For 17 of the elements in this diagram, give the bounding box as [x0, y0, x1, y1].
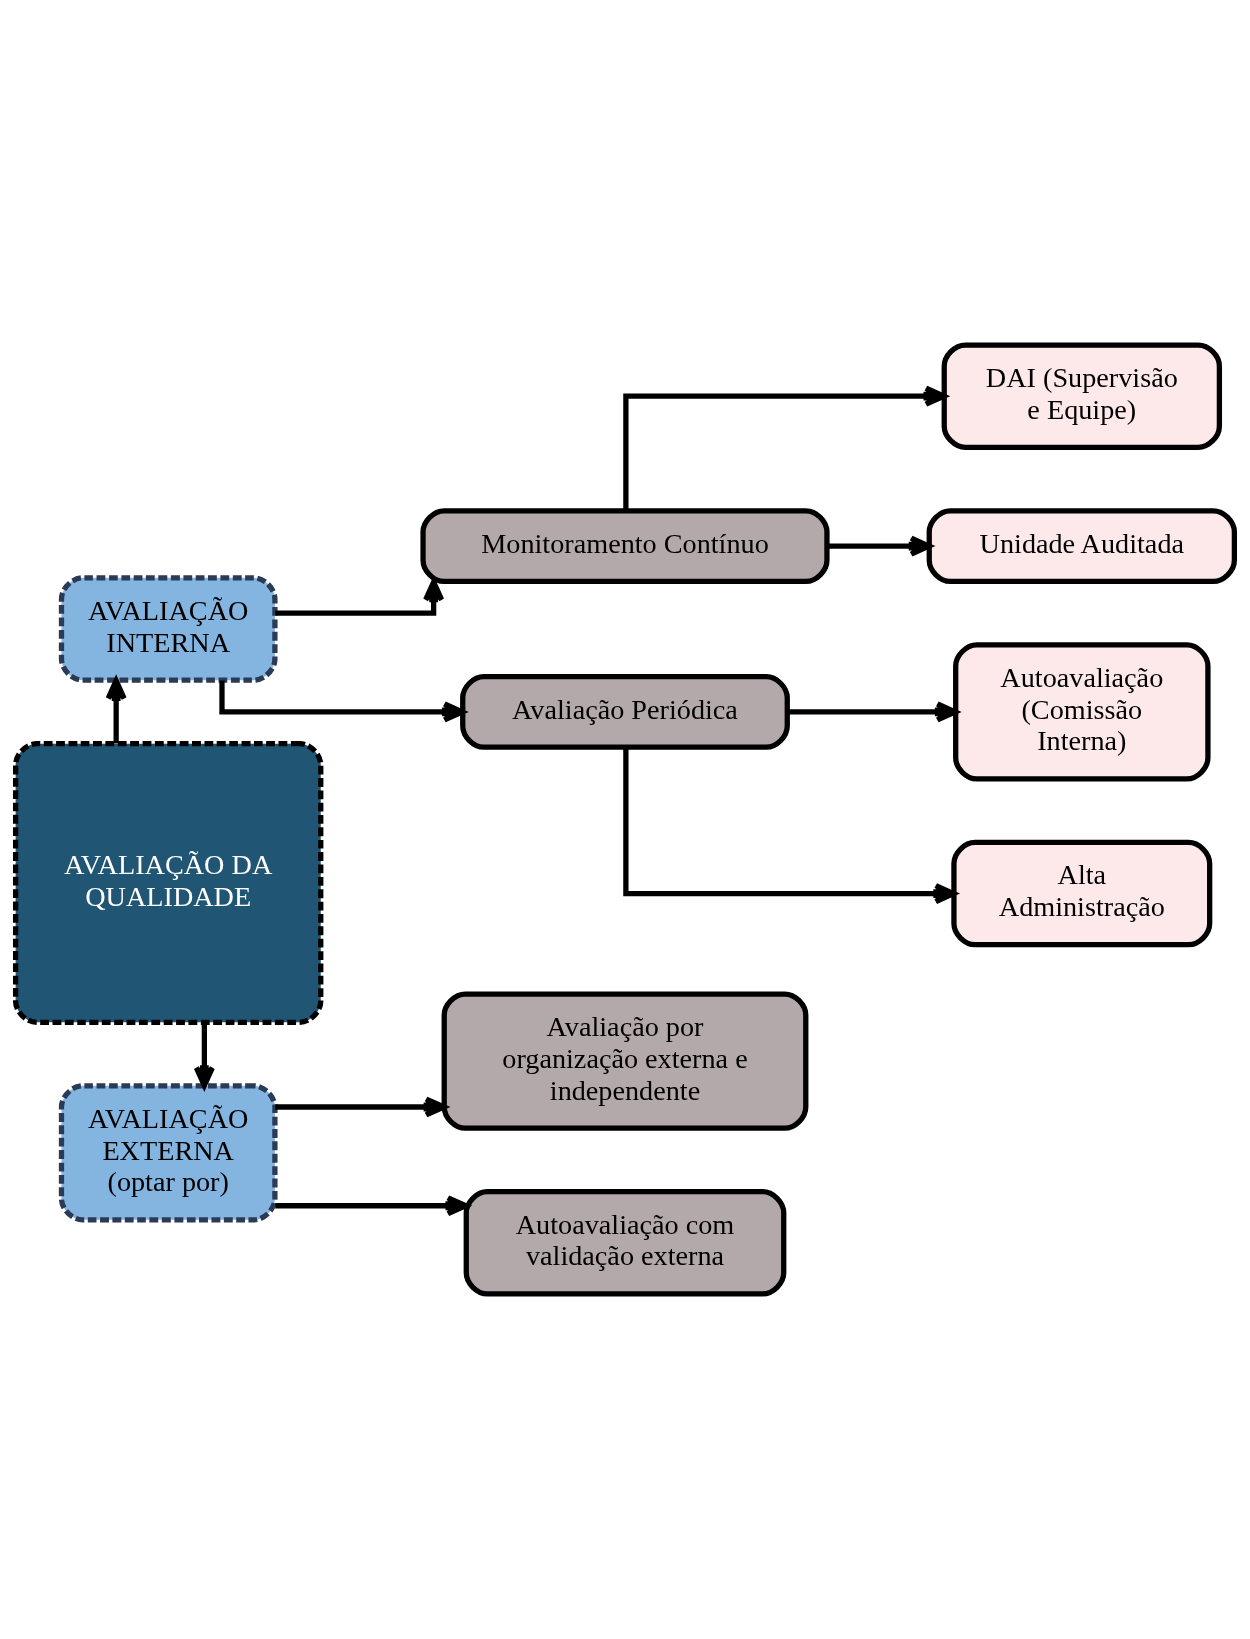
node-box: DAI (Supervisão e Equipe): [941, 342, 1223, 450]
arrow: [623, 385, 947, 511]
arrow: [275, 1096, 447, 1118]
arrow: [275, 1195, 469, 1217]
node-box: Autoavaliação com validação externa: [463, 1189, 787, 1297]
node-box: Alta Administração: [951, 839, 1213, 948]
node-box: Unidade Auditada: [926, 508, 1237, 585]
arrow: [623, 747, 957, 905]
arrow: [193, 1022, 215, 1089]
node-box: AVALIAÇÃO EXTERNA (optar por): [58, 1083, 278, 1223]
node-box: Avaliação Periódica: [460, 674, 790, 750]
node-box: AVALIAÇÃO DA QUALIDADE: [13, 741, 324, 1025]
arrow: [275, 579, 445, 616]
node-box: Autoavaliação (Comissão Interna): [953, 642, 1211, 782]
node-box: Avaliação por organização externa e independente: [441, 991, 809, 1131]
node-box: AVALIAÇÃO INTERNA: [58, 575, 278, 683]
node-box: Monitoramento Contínuo: [420, 508, 830, 585]
